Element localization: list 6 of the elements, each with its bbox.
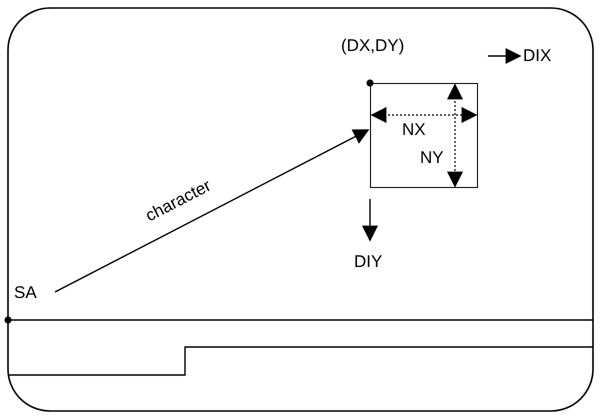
direction-label: DIX	[523, 46, 552, 66]
arrow	[54, 129, 370, 293]
coordinate-label: (DX,DY)	[341, 36, 404, 56]
dimension-label: NX	[402, 120, 426, 140]
start-label: SA	[14, 283, 37, 303]
direction-label: DIY	[354, 252, 382, 272]
